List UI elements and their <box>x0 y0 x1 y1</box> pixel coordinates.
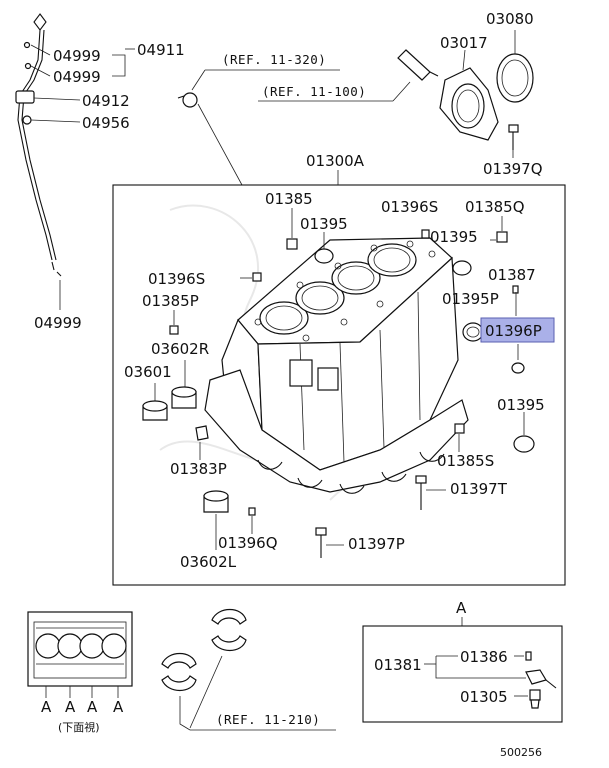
thrust-bearing-03602r[interactable] <box>171 386 197 409</box>
main-bearings-ref[interactable] <box>161 608 247 692</box>
part-01386: 01386 <box>460 648 508 666</box>
plug-01385s[interactable] <box>454 423 465 434</box>
bottom-view-caption: (下面視) <box>58 720 100 734</box>
plug-01385q[interactable] <box>496 231 508 243</box>
view-a-1: A <box>41 698 52 716</box>
part-03602l: 03602L <box>180 553 237 571</box>
part-01395-right: 01395 <box>430 228 478 246</box>
view-a-3: A <box>87 698 98 716</box>
part-04912: 04912 <box>82 92 130 110</box>
part-01395-top: 01395 <box>300 215 348 233</box>
part-01383p: 01383P <box>170 460 227 478</box>
part-01396p-highlight[interactable] <box>480 317 555 343</box>
diagram-number: 500256 <box>500 746 542 759</box>
rear-oil-seal-case[interactable] <box>439 67 499 141</box>
view-a-2: A <box>65 698 76 716</box>
part-01385q: 01385Q <box>465 198 525 216</box>
part-01397p: 01397P <box>348 535 405 553</box>
thrust-bearing-03602l[interactable] <box>203 490 229 513</box>
part-01381: 01381 <box>374 656 422 674</box>
part-01387: 01387 <box>488 266 536 284</box>
pin-01386[interactable] <box>525 651 532 661</box>
part-01385p: 01385P <box>142 292 199 310</box>
view-a-4: A <box>113 698 124 716</box>
part-03602r: 03602R <box>151 340 209 358</box>
part-01300a: 01300A <box>306 152 365 170</box>
detail-a-frame <box>362 625 563 723</box>
part-03017: 03017 <box>440 34 488 52</box>
part-01396p: 01396P <box>485 322 542 340</box>
ring-01395-right[interactable] <box>452 260 472 276</box>
bolt-01397p[interactable] <box>315 527 327 558</box>
part-01397q: 01397Q <box>483 160 543 178</box>
part-01385: 01385 <box>265 190 313 208</box>
part-01395p: 01395P <box>442 290 499 308</box>
part-04999-middle: 04999 <box>53 68 101 86</box>
part-04956: 04956 <box>82 114 130 132</box>
part-01396s-left: 01396S <box>148 270 205 288</box>
part-01397t: 01397T <box>450 480 508 498</box>
pin-01387[interactable] <box>512 285 519 294</box>
part-01385s: 01385S <box>437 452 494 470</box>
part-04911: 04911 <box>137 41 185 59</box>
part-03601: 03601 <box>124 363 172 381</box>
sealant-tube[interactable] <box>397 49 439 81</box>
part-04999-upper: 04999 <box>53 47 101 65</box>
rear-oil-seal-ring[interactable] <box>496 53 534 103</box>
block-bottom-view[interactable] <box>27 611 133 687</box>
part-03080: 03080 <box>486 10 534 28</box>
plug-01383p[interactable] <box>195 425 209 441</box>
ref-11-100[interactable]: (REF. 11-100) <box>262 84 366 99</box>
ref-11-320[interactable]: (REF. 11-320) <box>222 52 326 67</box>
pin-01396s-top[interactable] <box>421 229 430 239</box>
bolt-01397q[interactable] <box>508 124 519 150</box>
check-valve-01305[interactable] <box>529 689 541 709</box>
ref-11-210[interactable]: (REF. 11-210) <box>216 712 320 727</box>
oil-sensor[interactable] <box>182 92 198 108</box>
cylinder-block[interactable] <box>204 237 469 494</box>
part-01396s-top: 01396S <box>381 198 438 216</box>
part-01396q: 01396Q <box>218 534 278 552</box>
ring-01395-lower[interactable] <box>513 435 535 453</box>
ring-01395p[interactable] <box>462 322 484 342</box>
jet-01381[interactable] <box>525 669 557 689</box>
plug-01385[interactable] <box>286 238 298 250</box>
part-04999-lower: 04999 <box>34 314 82 332</box>
ring-01395-top[interactable] <box>314 248 334 264</box>
part-01305: 01305 <box>460 688 508 706</box>
dowel-01396p[interactable] <box>511 362 525 374</box>
pin-01396s-left[interactable] <box>252 272 262 282</box>
bearing-03601[interactable] <box>142 400 168 421</box>
dowel-01396q[interactable] <box>248 507 256 516</box>
cylinder-block-frame <box>112 184 566 586</box>
plug-01385p[interactable] <box>169 325 179 335</box>
oil-dipstick[interactable] <box>15 13 62 277</box>
bolt-01397t[interactable] <box>415 475 427 510</box>
part-01395-lower: 01395 <box>497 396 545 414</box>
detail-a-label: A <box>456 599 467 617</box>
